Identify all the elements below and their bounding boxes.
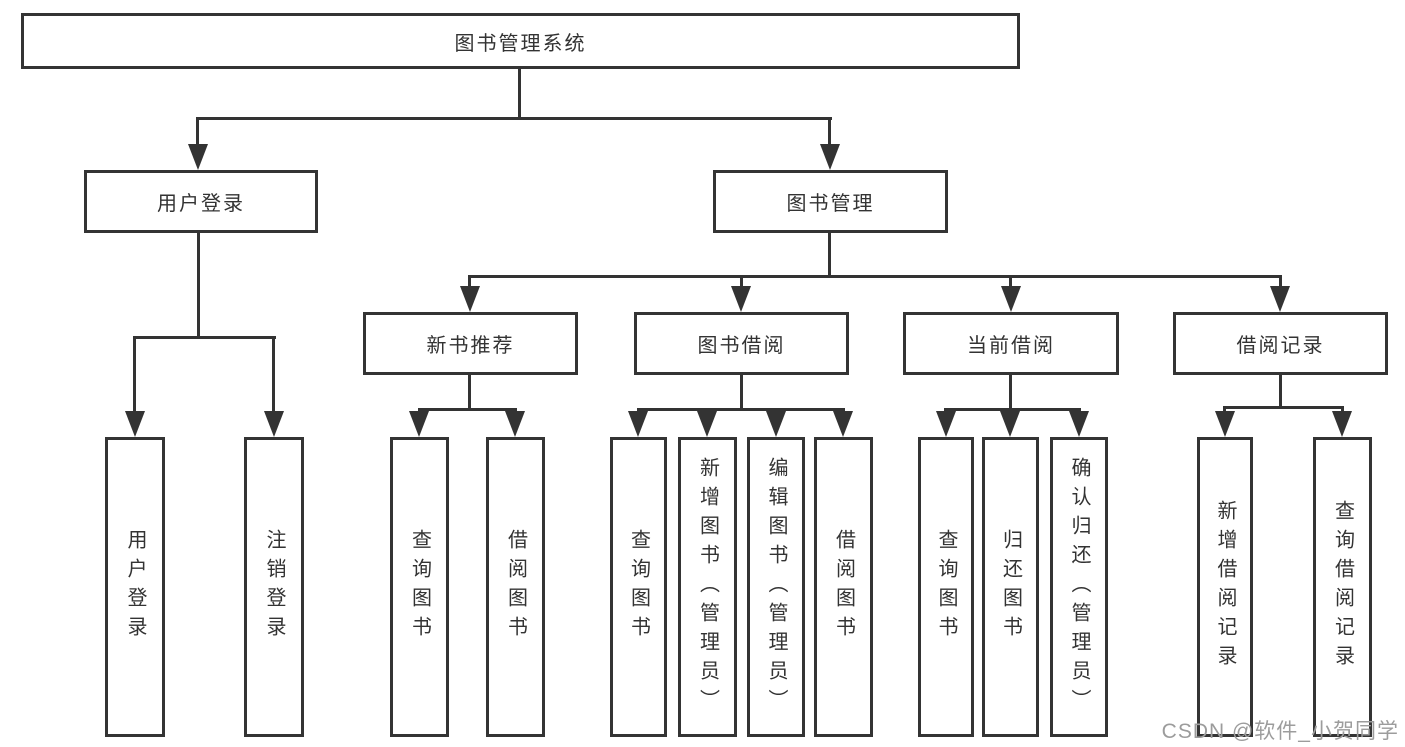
- arrowhead-icon: [1000, 411, 1020, 437]
- arrowhead-icon: [1332, 411, 1352, 437]
- arrowhead-icon: [697, 411, 717, 437]
- leaf-confirm-return-admin: 确认归还（管理员）: [1050, 437, 1108, 737]
- connector-line: [468, 375, 471, 408]
- node-user-login-branch: 用户登录: [84, 170, 318, 233]
- connector-line: [197, 117, 832, 120]
- leaf-label: 查询图书: [627, 529, 650, 645]
- arrowhead-icon: [766, 411, 786, 437]
- leaf-borrow-books-borrowing: 借阅图书: [814, 437, 873, 737]
- node-book-management-system: 图书管理系统: [21, 13, 1020, 69]
- connector-line: [1009, 275, 1012, 289]
- arrowhead-icon: [505, 411, 525, 437]
- node-new-book-recommendation: 新书推荐: [363, 312, 578, 375]
- connector-line: [1279, 275, 1282, 289]
- arrowhead-icon: [936, 411, 956, 437]
- arrowhead-icon: [820, 144, 840, 170]
- leaf-label: 查询借阅记录: [1331, 500, 1354, 674]
- leaf-label: 借阅图书: [504, 529, 527, 645]
- leaf-label: 借阅图书: [832, 529, 855, 645]
- connector-line: [740, 375, 743, 408]
- node-book-borrowing: 图书借阅: [634, 312, 849, 375]
- leaf-add-book-admin: 新增图书（管理员）: [678, 437, 737, 737]
- arrowhead-icon: [628, 411, 648, 437]
- connector-line: [197, 233, 200, 336]
- leaf-label: 确认归还（管理员）: [1068, 456, 1090, 718]
- leaf-label: 查询图书: [408, 529, 431, 645]
- arrowhead-icon: [1001, 286, 1021, 312]
- arrowhead-icon: [460, 286, 480, 312]
- arrowhead-icon: [833, 411, 853, 437]
- leaf-return-books: 归还图书: [982, 437, 1039, 737]
- leaf-label: 归还图书: [999, 529, 1022, 645]
- node-book-management: 图书管理: [713, 170, 948, 233]
- connector-line: [1223, 406, 1344, 409]
- arrowhead-icon: [264, 411, 284, 437]
- connector-line: [637, 408, 845, 411]
- arrowhead-icon: [731, 286, 751, 312]
- connector-line: [196, 117, 199, 149]
- connector-line: [468, 275, 471, 289]
- connector-line: [944, 408, 1081, 411]
- connector-line: [828, 117, 831, 149]
- connector-line: [828, 233, 831, 275]
- arrowhead-icon: [125, 411, 145, 437]
- leaf-label: 新增借阅记录: [1214, 500, 1236, 674]
- watermark: CSDN @软件_小贺同学: [1161, 720, 1399, 743]
- leaf-edit-book-admin: 编辑图书（管理员）: [747, 437, 805, 737]
- connector-line: [740, 275, 743, 289]
- connector-line: [1279, 375, 1282, 406]
- leaf-label: 编辑图书（管理员）: [765, 456, 787, 718]
- arrowhead-icon: [1069, 411, 1089, 437]
- connector-line: [468, 275, 1282, 278]
- arrowhead-icon: [409, 411, 429, 437]
- leaf-query-books-borrowing: 查询图书: [610, 437, 667, 737]
- leaf-label: 新增图书（管理员）: [696, 456, 719, 718]
- connector-line: [1341, 406, 1344, 414]
- leaf-label: 用户登录: [124, 529, 146, 645]
- connector-line: [133, 336, 276, 339]
- connector-line: [418, 408, 517, 411]
- leaf-query-borrow-record: 查询借阅记录: [1313, 437, 1372, 737]
- arrowhead-icon: [188, 144, 208, 170]
- connector-line: [1009, 375, 1012, 408]
- connector-line: [1223, 406, 1226, 414]
- arrowhead-icon: [1270, 286, 1290, 312]
- leaf-add-borrow-record: 新增借阅记录: [1197, 437, 1253, 737]
- leaf-query-books-current: 查询图书: [918, 437, 974, 737]
- connector-line: [133, 336, 136, 413]
- leaf-query-books-recommend: 查询图书: [390, 437, 449, 737]
- leaf-user-login: 用户登录: [105, 437, 165, 737]
- node-borrowing-records: 借阅记录: [1173, 312, 1388, 375]
- arrowhead-icon: [1215, 411, 1235, 437]
- node-current-borrowing: 当前借阅: [903, 312, 1119, 375]
- leaf-label: 查询图书: [935, 529, 957, 645]
- leaf-logout: 注销登录: [244, 437, 304, 737]
- leaf-borrow-books-recommend: 借阅图书: [486, 437, 545, 737]
- leaf-label: 注销登录: [263, 529, 285, 645]
- connector-line: [272, 336, 275, 413]
- connector-line: [518, 69, 521, 117]
